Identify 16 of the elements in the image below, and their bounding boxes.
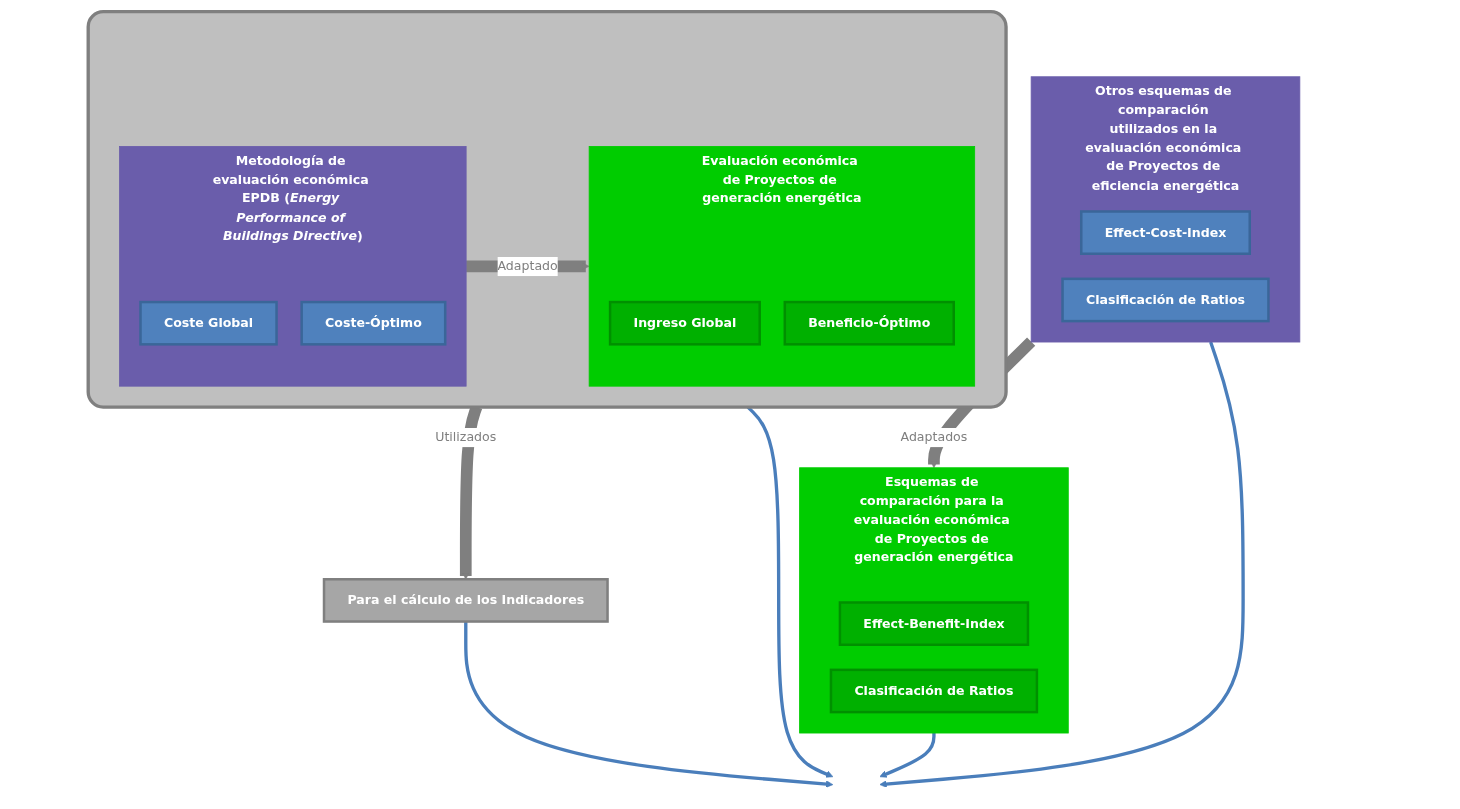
node-box: Beneficio-Óptimo: [783, 300, 955, 346]
node-box: Coste-Óptimo: [300, 300, 447, 346]
node-box: Para el cálculo de los Indicadores: [322, 577, 609, 623]
arrow: [879, 732, 936, 778]
arrow: [879, 341, 1245, 788]
node-box: Clasificación de Ratios: [1061, 277, 1270, 322]
node-box: Effect-Cost-Index: [1080, 209, 1251, 255]
arrow: [464, 621, 834, 788]
node-box: Ingreso Global: [608, 300, 761, 346]
edge-label: Adaptados: [900, 429, 968, 445]
node-box: Clasificación de Ratios: [829, 668, 1039, 713]
edge-label: Adaptado: [497, 258, 558, 274]
edge-label: Utilizados: [435, 429, 497, 445]
node-box: Coste Global: [139, 300, 278, 346]
cluster: [86, 9, 1008, 409]
node-box: Effect-Benefit-Index: [838, 600, 1030, 646]
